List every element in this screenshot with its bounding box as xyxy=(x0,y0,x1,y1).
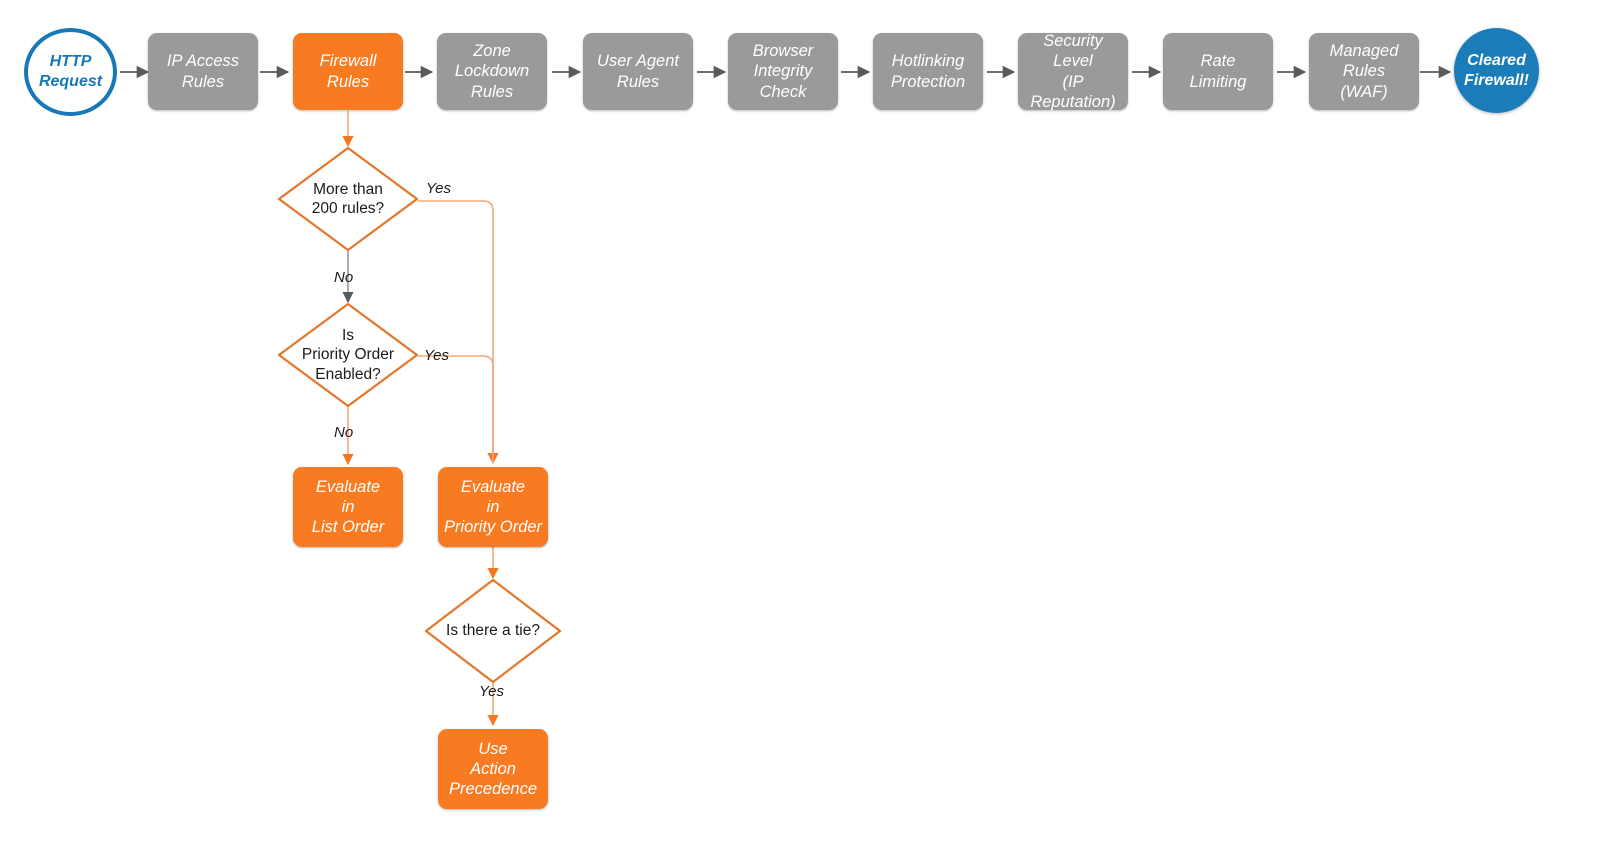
node-evaluate-in-priority-order[interactable]: Evaluate in Priority Order xyxy=(438,467,548,547)
node-user-agent-rules[interactable]: User Agent Rules xyxy=(583,33,693,110)
edge-label-no-more-than-200: No xyxy=(334,269,354,286)
diamond-shape xyxy=(424,578,562,684)
node-browser-integrity-check[interactable]: Browser Integrity Check xyxy=(728,33,838,110)
decision-label: Is Priority Order Enabled? xyxy=(301,326,395,383)
node-managed-rules-waf[interactable]: Managed Rules (WAF) xyxy=(1309,33,1419,110)
node-firewall-rules[interactable]: Firewall Rules xyxy=(293,33,403,110)
decision-priority-order-enabled[interactable]: Is Priority Order Enabled? xyxy=(277,302,419,408)
node-use-action-precedence[interactable]: Use Action Precedence xyxy=(438,729,548,809)
node-rate-limiting[interactable]: Rate Limiting xyxy=(1163,33,1273,110)
node-evaluate-in-list-order[interactable]: Evaluate in List Order xyxy=(293,467,403,547)
diamond-shape xyxy=(277,146,419,252)
node-security-level[interactable]: Security Level (IP Reputation) xyxy=(1018,32,1128,111)
node-http-request[interactable]: HTTP Request xyxy=(24,28,117,116)
node-hotlinking-protection[interactable]: Hotlinking Protection xyxy=(873,33,983,110)
decision-more-than-200-rules[interactable]: More than 200 rules? xyxy=(277,146,419,252)
edge-label-yes-priority-order: Yes xyxy=(424,347,450,364)
edge-label-no-priority-order: No xyxy=(334,424,354,441)
diamond-shape xyxy=(277,302,419,408)
edge-label-yes-tie: Yes xyxy=(479,683,505,700)
node-ip-access-rules[interactable]: IP Access Rules xyxy=(148,33,258,110)
decision-is-there-a-tie[interactable]: Is there a tie? xyxy=(424,578,562,684)
decision-label: Is there a tie? xyxy=(446,622,540,640)
edge-label-yes-more-than-200: Yes xyxy=(426,180,452,197)
decision-label: More than 200 rules? xyxy=(311,180,385,217)
node-zone-lockdown-rules[interactable]: Zone Lockdown Rules xyxy=(437,33,547,110)
node-cleared-firewall[interactable]: Cleared Firewall! xyxy=(1454,28,1539,113)
